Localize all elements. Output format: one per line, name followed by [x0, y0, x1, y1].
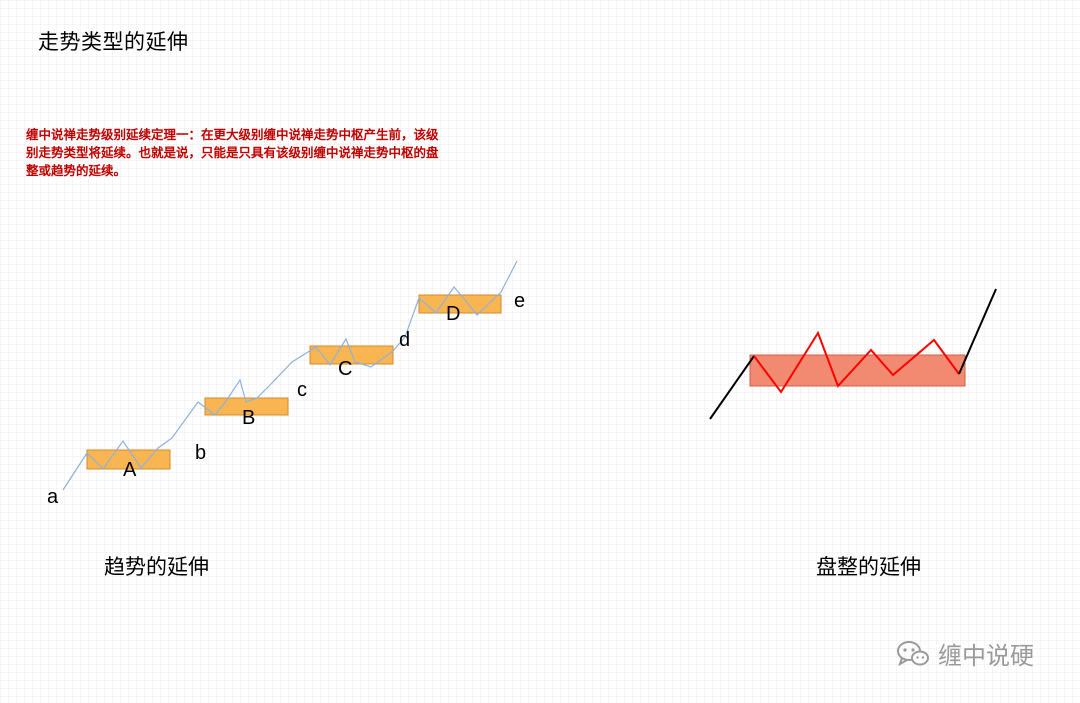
pivot-label-a: A — [123, 459, 137, 481]
pivot-label-b: B — [242, 407, 255, 429]
pivot-box-c — [309, 345, 394, 365]
page-title: 走势类型的延伸 — [38, 30, 189, 54]
segment-label-b: b — [195, 442, 206, 464]
watermark: 缠中说硬 — [896, 636, 1034, 671]
pivot-label-d: D — [446, 303, 460, 325]
segment-label-a: a — [47, 486, 59, 508]
segment-label-e: e — [514, 290, 525, 312]
theorem-text: 缠中说禅走势级别延续定理一：在更大级别缠中说禅走势中枢产生前，该级别走势类型将延… — [26, 127, 439, 178]
range-zigzag — [753, 330, 960, 394]
trend-diagram: A B C D a b c d e — [47, 260, 525, 508]
watermark-text: 缠中说硬 — [938, 642, 1034, 670]
range-pivot-box — [749, 354, 966, 387]
range-caption: 盘整的延伸 — [816, 555, 921, 579]
trend-line — [62, 260, 518, 491]
trend-caption: 趋势的延伸 — [104, 555, 209, 579]
segment-label-c: c — [297, 379, 307, 401]
pivot-label-c: C — [338, 358, 352, 380]
range-diagram — [709, 288, 997, 420]
range-entry-line — [709, 355, 755, 420]
range-exit-line — [958, 288, 997, 375]
segment-label-d: d — [399, 329, 410, 351]
wechat-icon — [896, 639, 930, 669]
